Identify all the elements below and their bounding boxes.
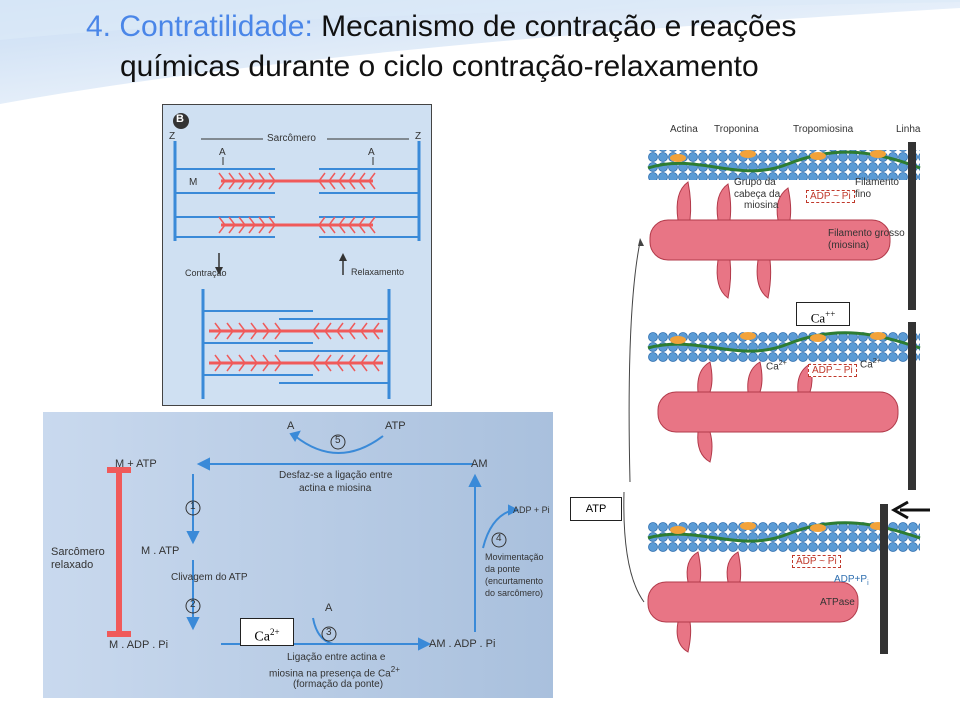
grupo-label-1: Grupo da xyxy=(734,177,776,188)
m-dot-atp: M . ATP xyxy=(141,545,180,557)
a-mid: A xyxy=(325,602,333,614)
bind-text-1: Ligação entre actina e xyxy=(287,652,386,663)
atp-box-text: ATP xyxy=(585,503,607,515)
step5-text-2: actina e miosina xyxy=(299,483,372,494)
atpase-label: ATPase xyxy=(820,597,855,608)
tropomiosina-label: Tropomiosina xyxy=(793,124,854,135)
step-2-number: 2 xyxy=(190,599,196,610)
bind-text-3: (formação da ponte) xyxy=(293,679,384,690)
title-line-1: 4. Contratilidade: Mecanismo de contraçã… xyxy=(86,10,796,44)
z-line-3 xyxy=(880,504,888,654)
contraction-label: Contração xyxy=(185,268,227,278)
adp-plus-pi-main: ADP+P xyxy=(834,574,868,585)
adp-pi-label-2: ADP ~ Pi xyxy=(808,364,857,377)
bind-text-2-sup: 2+ xyxy=(390,665,400,674)
title-line-2: químicas durante o ciclo contração-relax… xyxy=(120,50,759,83)
step4-text-4: do sarcômero) xyxy=(485,588,544,598)
step-3-number: 3 xyxy=(326,627,332,638)
am-label: AM xyxy=(471,458,488,470)
ca2-right-sup: 2+ xyxy=(872,358,881,365)
title-prefix: 4. Contratilidade: xyxy=(86,10,313,43)
cycle-diagram xyxy=(107,430,520,651)
z-label-left: Z xyxy=(169,131,176,142)
step-1-number: 1 xyxy=(190,501,196,512)
m-line-label: M xyxy=(189,177,198,188)
adp-pi-right: ADP + Pi xyxy=(513,505,550,515)
fino-label-1: Filamento xyxy=(855,177,899,188)
m-adp-pi: M . ADP . Pi xyxy=(109,639,169,651)
ca2-left-main: Ca xyxy=(766,361,779,373)
slide-title: 4. Contratilidade: Mecanismo de contraçã… xyxy=(0,0,960,100)
actina-label: Actina xyxy=(670,124,698,135)
adp-plus-pi-label: ADP+Pi xyxy=(834,574,869,587)
ca-2plus-box: Ca2+ xyxy=(240,618,294,646)
step4-text-2: da ponte xyxy=(485,564,521,574)
bind-text-2: miosina na presença de Ca2+ xyxy=(269,665,400,679)
relaxation-label: Relaxamento xyxy=(351,267,405,277)
panel-badge: B xyxy=(176,113,184,125)
cross-bridge-cycle-panel: A ATP 5 M + ATP AM Desfaz-se a ligação e… xyxy=(43,412,553,698)
a-band-label-left: A xyxy=(219,147,226,158)
ca-2plus-text: Ca xyxy=(254,629,270,645)
panel-badge-circle xyxy=(173,113,189,129)
bind-text-2-main: miosina na presença de Ca xyxy=(269,668,391,680)
troponina-label: Troponina xyxy=(714,124,759,135)
ca-plus-sup: ++ xyxy=(825,309,836,319)
sarcomere-label: Sarcômero xyxy=(267,133,316,144)
grupo-label-3: miosina xyxy=(744,200,779,211)
ca2-right-label: Ca2+ xyxy=(860,358,881,370)
atp-box: ATP xyxy=(570,497,622,521)
ca2-right-main: Ca xyxy=(860,359,873,371)
ca2-left-label: Ca2+ xyxy=(766,360,787,372)
ca-plus-text: Ca xyxy=(810,310,826,326)
cleavage-label: Clivagem do ATP xyxy=(171,572,248,583)
m-plus-atp: M + ATP xyxy=(115,458,157,470)
z-label-right: Z xyxy=(415,131,422,142)
grosso-label-1: Filamento grosso xyxy=(828,228,905,239)
title-background xyxy=(0,0,960,104)
grupo-label-2: cabeça da xyxy=(734,189,781,200)
title-line-1-text: Mecanismo de contração e reações xyxy=(321,10,797,43)
step4-text-1: Movimentação xyxy=(485,552,544,562)
thick-filament-2 xyxy=(657,391,899,433)
fino-label-2: fino xyxy=(855,189,872,200)
sarcomere-diagram xyxy=(173,113,421,399)
relaxed-label-1: Sarcômero xyxy=(51,546,105,558)
grosso-label-2: (miosina) xyxy=(828,240,870,251)
thick-filament-3 xyxy=(647,581,859,623)
cycle-atp-top: ATP xyxy=(385,420,406,432)
adp-plus-pi-sub: i xyxy=(867,580,869,587)
filament-illustrations xyxy=(623,142,930,654)
z-line-1 xyxy=(908,142,916,310)
cycle-a-top: A xyxy=(287,420,295,432)
step5-text-1: Desfaz-se a ligação entre xyxy=(279,470,393,481)
a-band-label-right: A xyxy=(368,147,375,158)
z-line-2 xyxy=(908,322,916,490)
left-arrow-icon xyxy=(890,500,909,520)
ca-2plus-sup: 2+ xyxy=(269,627,280,637)
linha-label: Linha xyxy=(896,124,921,135)
step4-text-3: (encurtamento xyxy=(485,576,544,586)
step-5-number: 5 xyxy=(335,435,341,446)
sarcomere-panel: B Z Z Sarcômero A A M Contração Relaxame… xyxy=(162,104,432,406)
ca2-left-sup: 2+ xyxy=(778,360,787,367)
adp-pi-label-1: ADP ~ Pi xyxy=(806,190,855,203)
relaxed-label-2: relaxado xyxy=(51,559,94,571)
step-4-number: 4 xyxy=(496,533,502,544)
ca-plus-box: Ca++ xyxy=(796,302,850,326)
adp-pi-label-3: ADP ~ Pi xyxy=(792,555,841,568)
am-adp-pi: AM . ADP . Pi xyxy=(429,638,496,650)
